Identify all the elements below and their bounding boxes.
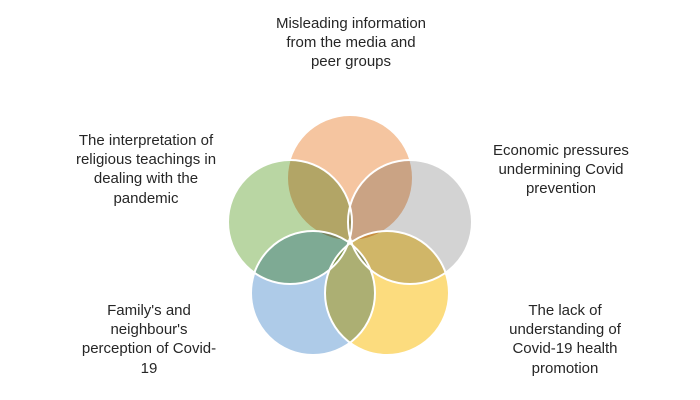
venn-label-lack-of-understanding: The lack of understanding of Covid-19 he… <box>509 302 621 377</box>
venn-label-religious-teachings: The interpretation of religious teaching… <box>75 132 217 207</box>
venn-outline-economic-pressures <box>347 159 473 285</box>
venn-circle-lack-of-understanding[interactable] <box>325 231 449 355</box>
venn-label-misleading-information: Misleading information from the media an… <box>275 15 427 71</box>
venn-label-economic-pressures: Economic pressures undermining Covid pre… <box>493 142 629 198</box>
venn-outline-religious-teachings <box>227 159 353 285</box>
venn-label-family-neighbour-perception: Family's and neighbour's perception of C… <box>81 302 217 377</box>
venn-outline-family-neighbour-perception <box>250 230 376 356</box>
venn-outline-lack-of-understanding <box>324 230 450 356</box>
